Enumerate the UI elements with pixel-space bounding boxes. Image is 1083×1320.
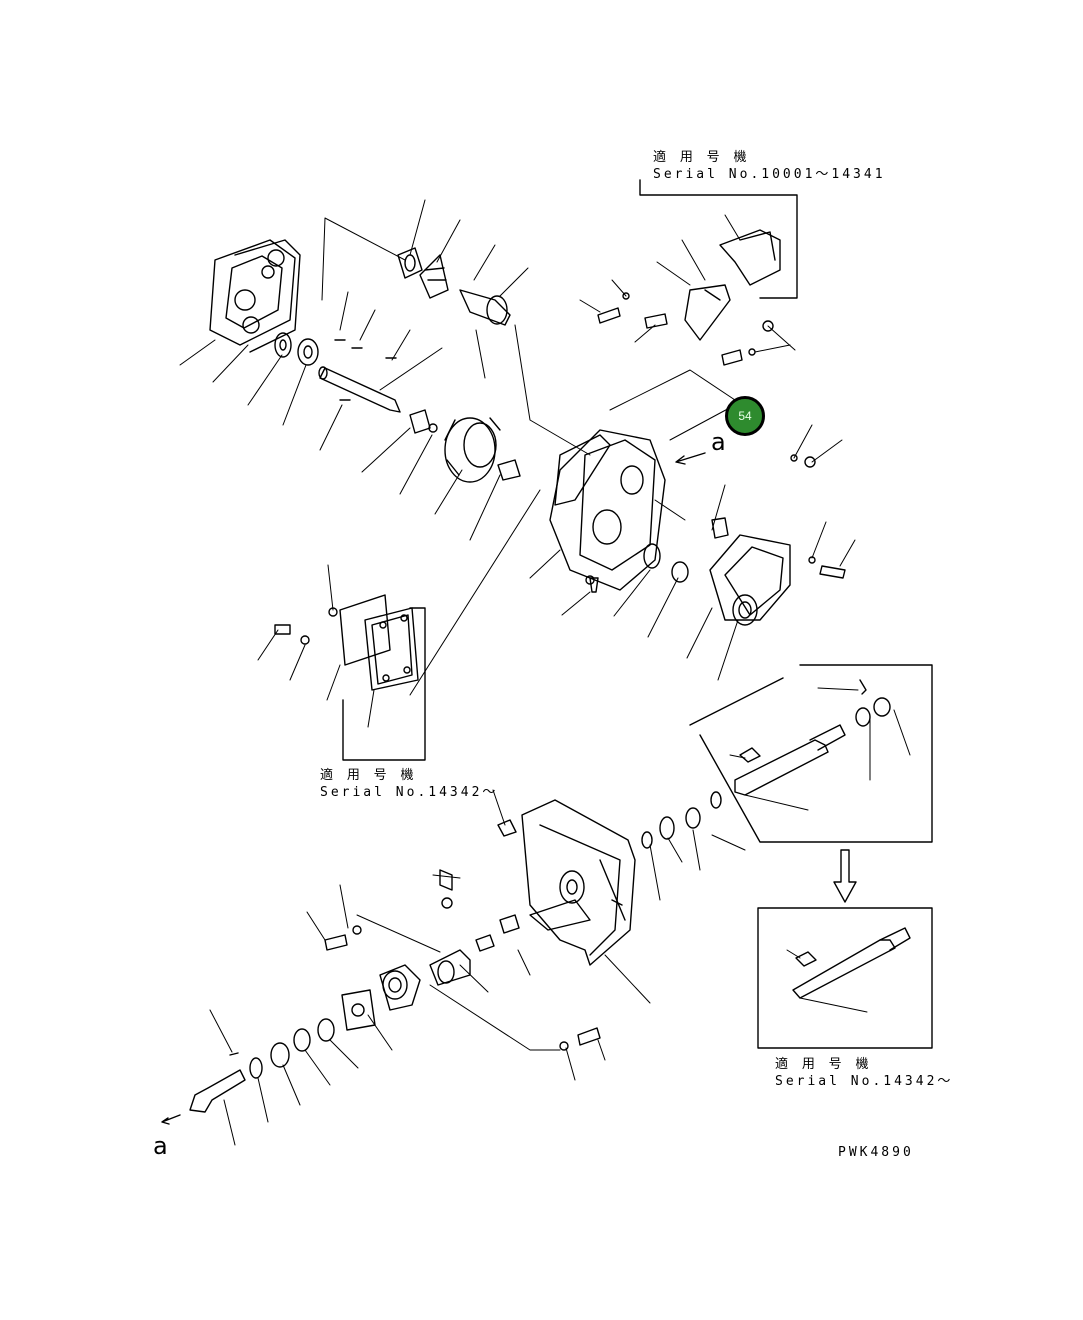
view-arrow-top (675, 452, 706, 465)
right-side-bearings (643, 517, 729, 583)
sleeves (475, 914, 520, 952)
replacement-shaft (792, 927, 911, 999)
flange-coupling (429, 869, 471, 986)
top-bearing (397, 247, 423, 279)
cover-plate-assembly (209, 239, 301, 353)
gearbox-mount (379, 964, 421, 1011)
note-serial-right: Serial No.14342～ (775, 1074, 954, 1089)
note-label-right: 適 用 号 機 (775, 1057, 872, 1072)
pins (334, 339, 397, 401)
replacement-box-frame (757, 907, 933, 1049)
note-bracket-top (639, 179, 798, 299)
shaft-rings (641, 791, 722, 849)
mounting-bracket (684, 284, 731, 341)
view-marker-bottom: a (153, 1132, 168, 1160)
bottom-bearings (249, 1018, 335, 1079)
shaft-box-frame (689, 664, 933, 843)
note-label-top: 適 用 号 機 (653, 150, 750, 165)
part-callout-number: 54 (738, 409, 752, 423)
bottom-bolts (324, 925, 601, 1051)
nut-bottom (497, 819, 517, 837)
inspection-bolts (274, 607, 338, 645)
pinion-shaft (459, 289, 511, 326)
part-callout-54[interactable]: 54 (725, 396, 765, 436)
input-shaft (161, 1052, 246, 1125)
bracket-cover (719, 229, 781, 286)
gasket-plate (341, 989, 376, 1031)
note-label-left: 適 用 号 機 (320, 768, 417, 783)
note-bracket-left (342, 607, 426, 761)
bearing-left-1 (274, 332, 292, 358)
bolts-top-right (597, 292, 846, 579)
drawing-id: PWK4890 (838, 1145, 914, 1160)
down-arrow (833, 849, 857, 903)
right-cover-plate (709, 534, 791, 626)
output-shaft (734, 679, 891, 796)
breather-plug (589, 577, 599, 593)
bearing-left-2 (297, 338, 319, 366)
leader-lines (179, 199, 911, 1146)
large-gear (444, 417, 501, 483)
long-shaft (318, 366, 401, 413)
note-serial-left: Serial No.14342～ (320, 785, 499, 800)
fan-bracket (521, 799, 636, 966)
inspection-cover (339, 594, 419, 691)
view-marker-top: a (711, 428, 726, 456)
bevel-gear (419, 254, 449, 299)
bushings (409, 409, 521, 481)
note-serial-top: Serial No.10001～14341 (653, 167, 886, 182)
